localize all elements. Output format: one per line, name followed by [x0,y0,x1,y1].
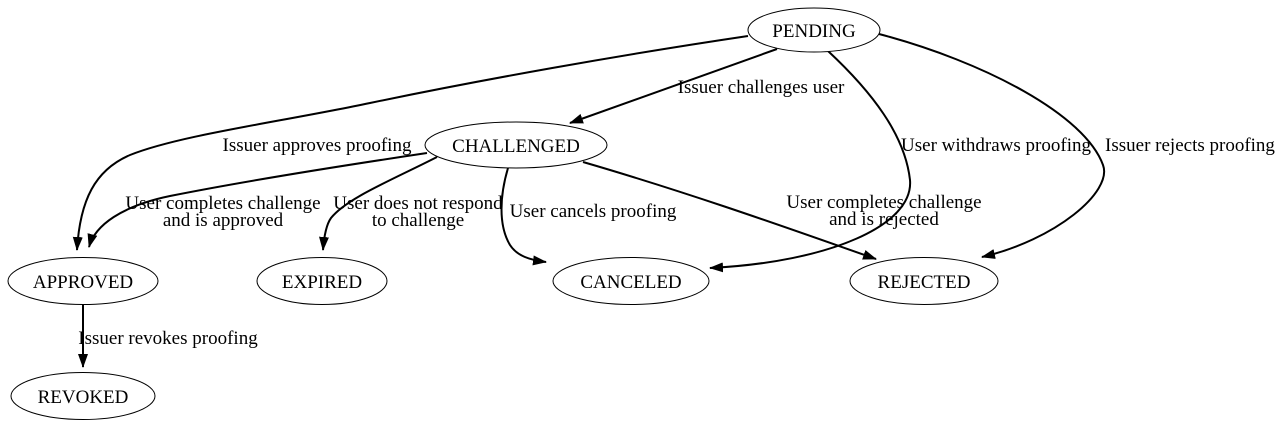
node-expired-label: EXPIRED [282,272,362,293]
edge-label-challenged-approved-line1: User completes challenge [125,193,320,214]
node-pending-label: PENDING [772,21,856,42]
edge-pending-rejected [878,33,1106,259]
edge-challenged-expired [319,156,438,251]
node-canceled-shape [552,257,710,305]
edge-label-pending-approved: Issuer approves proofing [223,135,412,156]
edge-challenged-rejected [582,161,877,260]
node-canceled-label: CANCELED [580,272,681,293]
node-challenged: CHALLENGED [424,121,608,169]
node-approved: APPROVED [7,257,159,305]
edge-labels: Issuer challenges user Issuer approves p… [78,77,1275,349]
edge-label-challenged-expired-line2: to challenge [372,210,464,231]
node-pending-shape [747,7,881,53]
edge-pending-approved [72,35,749,251]
edge-label-challenged-expired-line1: User does not respond [333,193,503,214]
node-expired: EXPIRED [256,257,388,305]
node-approved-shape [7,257,159,305]
node-pending: PENDING [747,7,881,53]
node-canceled: CANCELED [552,257,710,305]
node-rejected-shape [849,257,999,305]
edge-pending-challenged [569,48,778,124]
node-revoked: REVOKED [10,372,156,420]
node-challenged-label: CHALLENGED [452,136,580,157]
node-rejected: REJECTED [849,257,999,305]
node-rejected-label: REJECTED [878,272,971,293]
node-approved-label: APPROVED [33,272,133,293]
node-revoked-shape [10,372,156,420]
edges [72,33,1106,368]
edge-label-pending-canceled: User withdraws proofing [901,135,1091,156]
node-revoked-label: REVOKED [38,387,129,408]
edge-label-approved-revoked: Issuer revokes proofing [78,328,258,349]
edge-label-challenged-rejected-line1: User completes challenge [786,192,981,213]
edge-label-pending-challenged: Issuer challenges user [678,77,845,98]
edge-pending-canceled [709,50,912,273]
edge-label-challenged-canceled: User cancels proofing [510,201,677,222]
node-challenged-shape [424,121,608,169]
edge-challenged-canceled [500,167,547,266]
edge-label-challenged-approved-line2: and is approved [163,210,284,231]
edge-challenged-approved [87,152,428,248]
node-expired-shape [256,257,388,305]
edge-label-challenged-rejected-line2: and is rejected [829,209,939,230]
edge-label-pending-rejected: Issuer rejects proofing [1105,135,1275,156]
